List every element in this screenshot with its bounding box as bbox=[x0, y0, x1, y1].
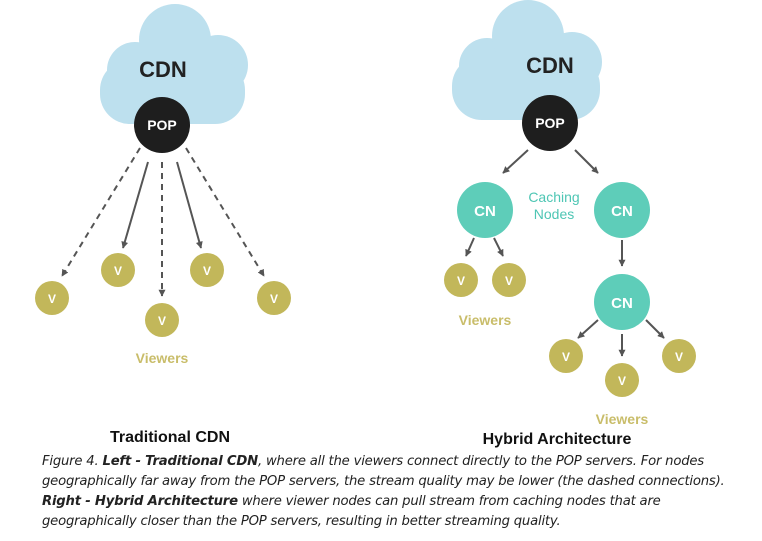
left-cdn-label: CDN bbox=[139, 57, 187, 82]
viewer-label: V bbox=[457, 274, 465, 288]
right-viewers-caption-left: Viewers bbox=[459, 312, 512, 328]
right-viewer-node: V bbox=[444, 263, 478, 297]
left-title: Traditional CDN bbox=[110, 429, 230, 446]
left-pop-label: POP bbox=[147, 117, 177, 133]
viewer-label: V bbox=[114, 264, 122, 278]
caching-node: CN bbox=[457, 182, 513, 238]
caching-node-label: CN bbox=[611, 203, 633, 220]
left-viewers-caption: Viewers bbox=[136, 350, 189, 366]
caption-prefix: Figure 4. bbox=[42, 454, 103, 469]
right-viewer-nodes: V V V V V bbox=[444, 263, 696, 397]
left-cdn-cloud bbox=[100, 4, 248, 124]
caption-right-bold: Right - Hybrid Architecture bbox=[42, 494, 238, 509]
caching-node-label: CN bbox=[474, 203, 496, 220]
left-viewer-node: V bbox=[145, 303, 179, 337]
left-pop-node: POP bbox=[134, 97, 190, 153]
caption-left-bold: Left - Traditional CDN bbox=[102, 454, 258, 469]
right-viewer-node: V bbox=[492, 263, 526, 297]
figure-caption: Figure 4. Left - Traditional CDN, where … bbox=[42, 452, 754, 532]
viewer-label: V bbox=[675, 350, 683, 364]
caching-nodes-label-line1: Caching bbox=[528, 189, 579, 205]
caching-node: CN bbox=[594, 274, 650, 330]
left-solid-link-right bbox=[176, 161, 203, 249]
right-link-cn-to-viewer-3 bbox=[577, 319, 599, 339]
viewer-label: V bbox=[618, 374, 626, 388]
right-connections bbox=[465, 149, 665, 357]
viewer-label: V bbox=[48, 292, 56, 306]
left-viewer-node: V bbox=[101, 253, 135, 287]
left-viewer-node: V bbox=[257, 281, 291, 315]
right-viewer-node: V bbox=[549, 339, 583, 373]
left-connections bbox=[61, 147, 265, 297]
viewer-label: V bbox=[562, 350, 570, 364]
right-link-cn-to-viewer-2 bbox=[493, 237, 504, 257]
caption-text-2: where viewer nodes can pull stream from … bbox=[42, 494, 661, 529]
left-viewer-node: V bbox=[35, 281, 69, 315]
left-viewer-node: V bbox=[190, 253, 224, 287]
right-viewers-caption-bottom: Viewers bbox=[596, 411, 649, 427]
right-title: Hybrid Architecture bbox=[483, 431, 632, 448]
caching-node: CN bbox=[594, 182, 650, 238]
right-pop-node: POP bbox=[522, 95, 578, 151]
left-solid-link-left bbox=[121, 161, 149, 249]
viewer-label: V bbox=[203, 264, 211, 278]
right-link-cn-to-viewer-5 bbox=[645, 319, 665, 339]
viewer-label: V bbox=[505, 274, 513, 288]
right-viewer-node: V bbox=[605, 363, 639, 397]
left-dashed-link-far-left bbox=[61, 147, 141, 277]
right-caching-nodes: CN CN CN bbox=[457, 182, 650, 330]
caption-text-1: , where all the viewers connect directly… bbox=[42, 454, 725, 489]
right-link-cn-to-viewer-1 bbox=[465, 237, 475, 257]
caching-node-label: CN bbox=[611, 295, 633, 312]
caching-nodes-label-line2: Nodes bbox=[534, 206, 574, 222]
right-link-pop-to-cn-right bbox=[574, 149, 599, 174]
left-dashed-link-far-right bbox=[185, 147, 265, 277]
right-pop-label: POP bbox=[535, 115, 565, 131]
viewer-label: V bbox=[270, 292, 278, 306]
viewer-label: V bbox=[158, 314, 166, 328]
right-viewer-node: V bbox=[662, 339, 696, 373]
right-link-pop-to-cn-left bbox=[502, 149, 529, 174]
right-cdn-label: CDN bbox=[526, 53, 574, 78]
left-viewer-nodes: V V V V V bbox=[35, 253, 291, 337]
